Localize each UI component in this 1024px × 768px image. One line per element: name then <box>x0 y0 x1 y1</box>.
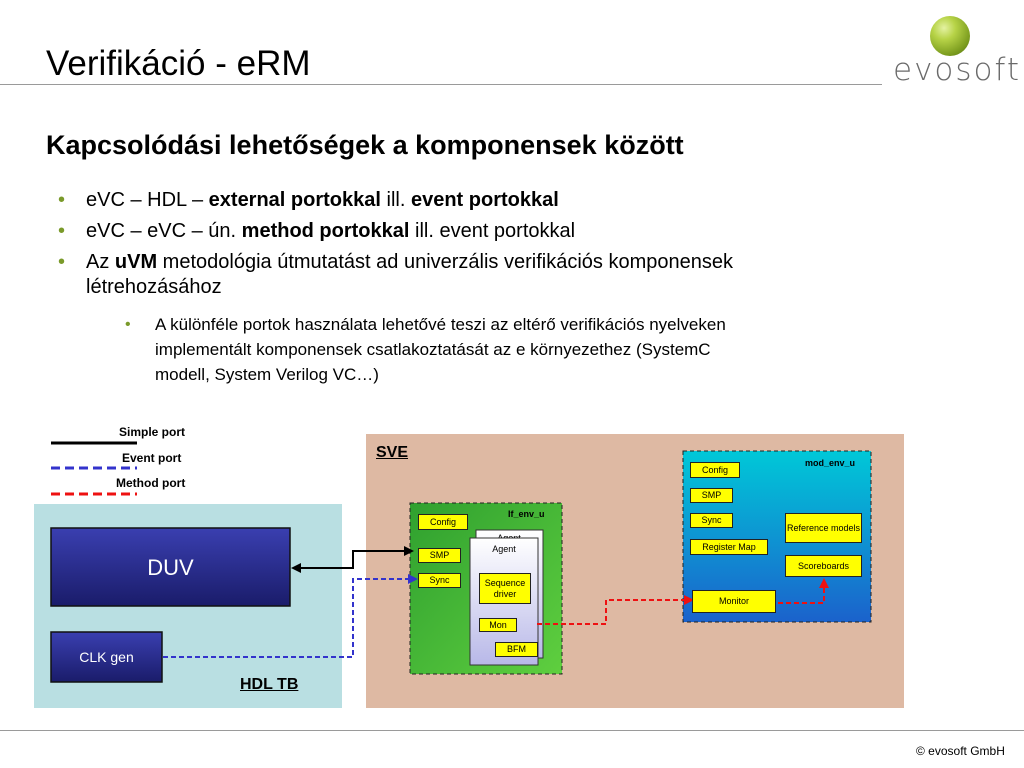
sequence-driver-box: Sequence driver <box>479 573 531 604</box>
legend-method-label: Method port <box>116 476 186 490</box>
event-port-connection <box>163 578 414 658</box>
mod-env-sync-box: Sync <box>690 513 733 528</box>
legend-simple-label: Simple port <box>119 425 186 439</box>
register-map-box: Register Map <box>690 539 768 555</box>
legend-event-label: Event port <box>122 451 182 465</box>
duv-block <box>50 527 291 607</box>
bullet-2: • eVC – eVC – ún. method portokkal ill. … <box>58 220 576 242</box>
bullet-dot-icon: • <box>125 316 131 333</box>
sub-bullet: • A különféle portok használata lehetővé… <box>125 312 726 387</box>
bullet-3: • Az uVM metodológia útmutatást ad unive… <box>58 251 733 298</box>
evosoft-logo: evosoft <box>893 52 1022 88</box>
if-env-smp-box: SMP <box>418 548 461 563</box>
clk-gen-block <box>50 631 163 683</box>
arrow-right-icon <box>404 546 414 556</box>
method-port-connection <box>537 599 690 625</box>
mon-box: Mon <box>479 618 517 632</box>
agent-label: Agent <box>492 544 516 554</box>
mod-env-smp-box: SMP <box>690 488 733 503</box>
sve-label: SVE <box>376 444 409 461</box>
bullet-dot-icon: • <box>58 251 66 273</box>
arrow-right-icon <box>408 574 418 584</box>
method-port-connection-scoreboard <box>778 582 825 604</box>
agent-back-label: Agent <box>497 533 521 538</box>
clk-gen-label: CLK gen <box>79 649 134 665</box>
slide-subtitle: Kapcsolódási lehetőségek a komponensek k… <box>46 130 684 160</box>
title-divider <box>0 84 882 85</box>
reference-models-box: Reference models <box>785 513 862 543</box>
mod-env-title: mod_env_u <box>805 458 856 468</box>
scoreboards-box: Scoreboards <box>785 555 862 577</box>
mod-env-config-box: Config <box>690 462 740 478</box>
copyright-text: © evosoft GmbH <box>916 744 1005 758</box>
if-env-title: If_env_u <box>508 509 545 519</box>
if-env-config-box: Config <box>418 514 468 530</box>
arrow-up-icon <box>819 578 829 588</box>
monitor-box: Monitor <box>692 590 776 613</box>
bullet-1: • eVC – HDL – external portokkal ill. ev… <box>58 189 559 211</box>
simple-port-connection <box>293 550 412 569</box>
arrow-left-icon <box>291 563 301 573</box>
footer-divider <box>0 730 1024 731</box>
evosoft-logo-sphere-icon <box>930 16 970 56</box>
if-env-sync-box: Sync <box>418 573 461 588</box>
bfm-box: BFM <box>495 642 538 657</box>
page-title: Verifikáció - eRM <box>46 44 311 83</box>
duv-label: DUV <box>147 555 194 580</box>
bullet-dot-icon: • <box>58 220 66 242</box>
hdl-tb-label: HDL TB <box>240 676 299 693</box>
arrow-right-icon <box>684 595 694 605</box>
bullet-dot-icon: • <box>58 189 66 211</box>
